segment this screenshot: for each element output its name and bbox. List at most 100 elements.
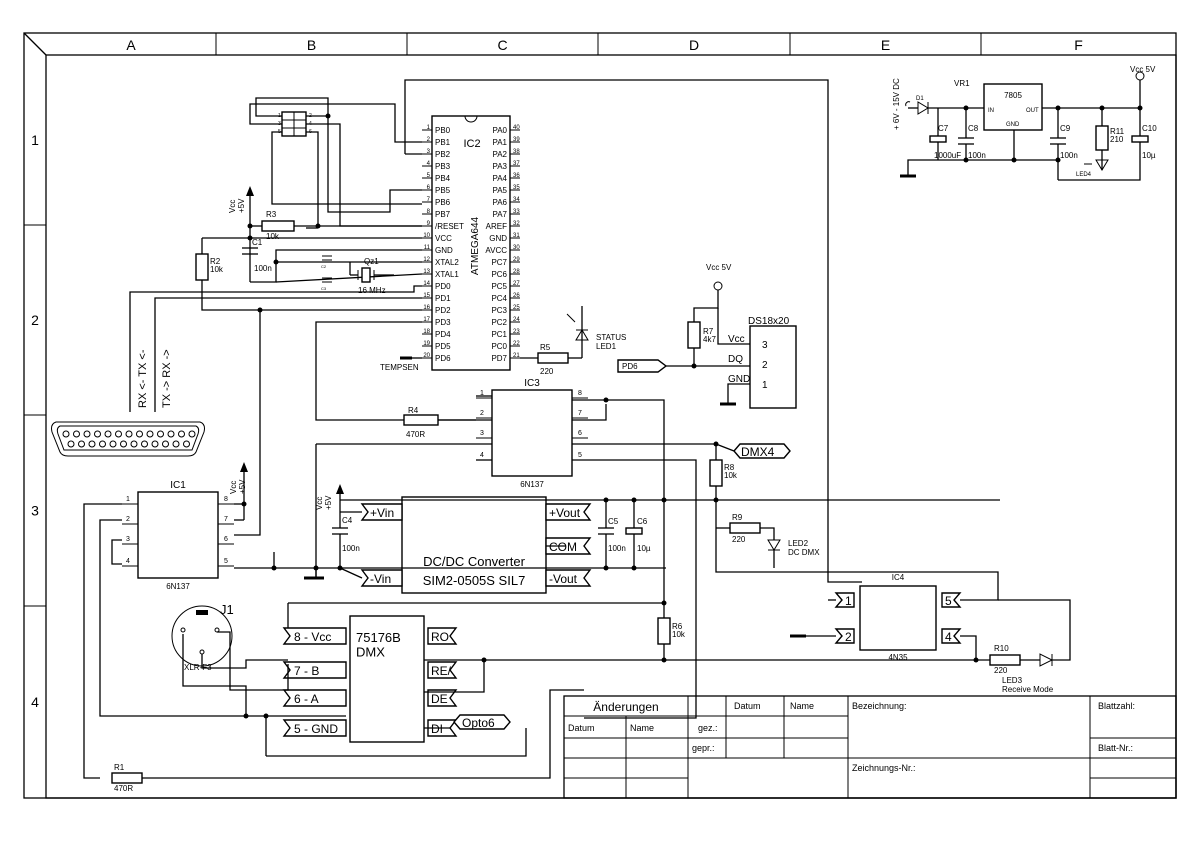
ic2-pin-number: 38 [513, 149, 520, 155]
r11-label: R11 [1110, 127, 1125, 136]
power-supply: VR1 7805 IN GND OUT + 6V - 15V DC D1 Vcc… [892, 65, 1157, 181]
c10-value: 10µ [1142, 151, 1156, 160]
r1-label: R1 [114, 763, 125, 772]
db25-pin [178, 430, 185, 438]
ic2-pin-number: 32 [513, 221, 520, 227]
opto-pin-number: 1 [126, 496, 130, 503]
name-column: Name [630, 723, 654, 733]
ic2-pin-label: PB4 [435, 174, 451, 183]
dcdc-pin-label: COM [549, 540, 577, 554]
crystal-freq: 16 MHz [358, 286, 386, 295]
ic2-pin-label: PA3 [492, 162, 507, 171]
ic2-pin-label: GND [435, 246, 453, 255]
c7-label: C7 [938, 124, 949, 133]
ic2-pin-number: 21 [513, 353, 520, 359]
ic2-wiring: 135 246 R3 10k Vcc+5V C1 100n C2 C3 [129, 79, 862, 583]
ic2-pin-label: PA2 [492, 150, 507, 159]
ic2-pin-number: 24 [513, 317, 520, 323]
ic2-pin-number: 27 [513, 281, 520, 287]
opto-pin-number: 8 [224, 496, 228, 503]
opto6-tag: Opto6 [462, 716, 495, 730]
db25-pin [104, 430, 112, 438]
ic4-pin-number: 1 [845, 594, 852, 608]
transceiver-pin-label: 5 - GND [294, 722, 338, 736]
r6-value: 10k [672, 630, 686, 639]
db25-pin [94, 430, 101, 438]
column-label: D [689, 37, 699, 53]
db25-pin [115, 430, 122, 438]
ic2-part: ATMEGA644 [470, 216, 481, 275]
ic2-pin-label: XTAL2 [435, 258, 459, 267]
opto-pin-number: 4 [480, 452, 484, 459]
c5-label: C5 [608, 517, 619, 526]
r4-label: R4 [408, 406, 419, 415]
r2-label: R2 [210, 257, 221, 266]
ic2-pin-label: PB3 [435, 162, 451, 171]
ic2-pin-label: PB1 [435, 138, 451, 147]
ic1-name: IC1 [170, 480, 186, 491]
ic2-pin-number: 14 [423, 281, 430, 287]
ic2-pin-number: 34 [513, 197, 520, 203]
c2-label: C2 [321, 264, 327, 269]
ds-pin-label: DQ [728, 354, 743, 365]
db25-pin [88, 440, 96, 448]
junction-dots [241, 105, 1143, 719]
db25-pin [78, 440, 85, 448]
ic2-pin-number: 1 [427, 125, 431, 131]
checked-label: gepr.: [692, 743, 715, 753]
date-column: Datum [568, 723, 595, 733]
dcdc-part: SIM2-0505S SIL7 [423, 573, 526, 588]
db25-pin [130, 440, 138, 448]
db25-pin [73, 430, 80, 438]
opto-pin-number: 2 [126, 516, 130, 523]
db25-connector [51, 421, 205, 457]
ic2-pin-label: PD2 [435, 306, 451, 315]
ic4-part: 4N35 [888, 653, 908, 662]
db25-pin [151, 440, 159, 448]
column-label: C [497, 37, 507, 53]
c8-label: C8 [968, 124, 979, 133]
column-label: E [881, 37, 890, 53]
dcdc-title: DC/DC Converter [423, 554, 526, 569]
ic2-pin-label: PC4 [491, 294, 507, 303]
ic2-pin-label: PC1 [491, 330, 507, 339]
j1-label: J1 [220, 602, 234, 617]
transceiver-pin-label: RO [431, 630, 449, 644]
transceiver-pin-label: DI [431, 722, 443, 736]
ic2-pin-number: 33 [513, 209, 520, 215]
ic2-pin-number: 4 [427, 161, 431, 167]
ic2-pin-label: /RESET [435, 222, 464, 231]
opto-pin-number: 6 [578, 430, 582, 437]
ic3-name: IC3 [524, 378, 540, 389]
r10-label: R10 [994, 644, 1009, 653]
ic2-pin-number: 15 [423, 293, 430, 299]
ic2-pin-number: 29 [513, 257, 520, 263]
column-label: B [307, 37, 316, 53]
opto-pin-number: 5 [224, 558, 228, 565]
opto-pin-number: 3 [126, 536, 130, 543]
r9-label: R9 [732, 513, 743, 522]
ic2-pin-label: PD7 [491, 354, 507, 363]
ic2-pin-label: PA0 [492, 126, 507, 135]
ic2-pin-label: PD3 [435, 318, 451, 327]
ic2-pin-number: 23 [513, 329, 520, 335]
ds-pin-label: Vcc [728, 334, 745, 345]
c4-value: 100n [342, 544, 360, 553]
opto-pin-number: 2 [480, 410, 484, 417]
crystal-label: Qz1 [364, 257, 379, 266]
ds-pin-number: 2 [762, 360, 768, 371]
row-label: 3 [31, 503, 39, 519]
column-label: A [126, 37, 136, 53]
drawing-number-label: Zeichnungs-Nr.: [852, 763, 916, 773]
vcc5v-supply: Vcc 5V [1130, 65, 1156, 74]
date-header: Datum [734, 701, 761, 711]
ds-pin-number: 1 [762, 380, 768, 391]
ic1-part: 6N137 [166, 582, 190, 591]
ic4-pin-number: 4 [945, 630, 952, 644]
ic2-pin-label: PB7 [435, 210, 451, 219]
pd6-tag: PD6 [622, 362, 638, 371]
